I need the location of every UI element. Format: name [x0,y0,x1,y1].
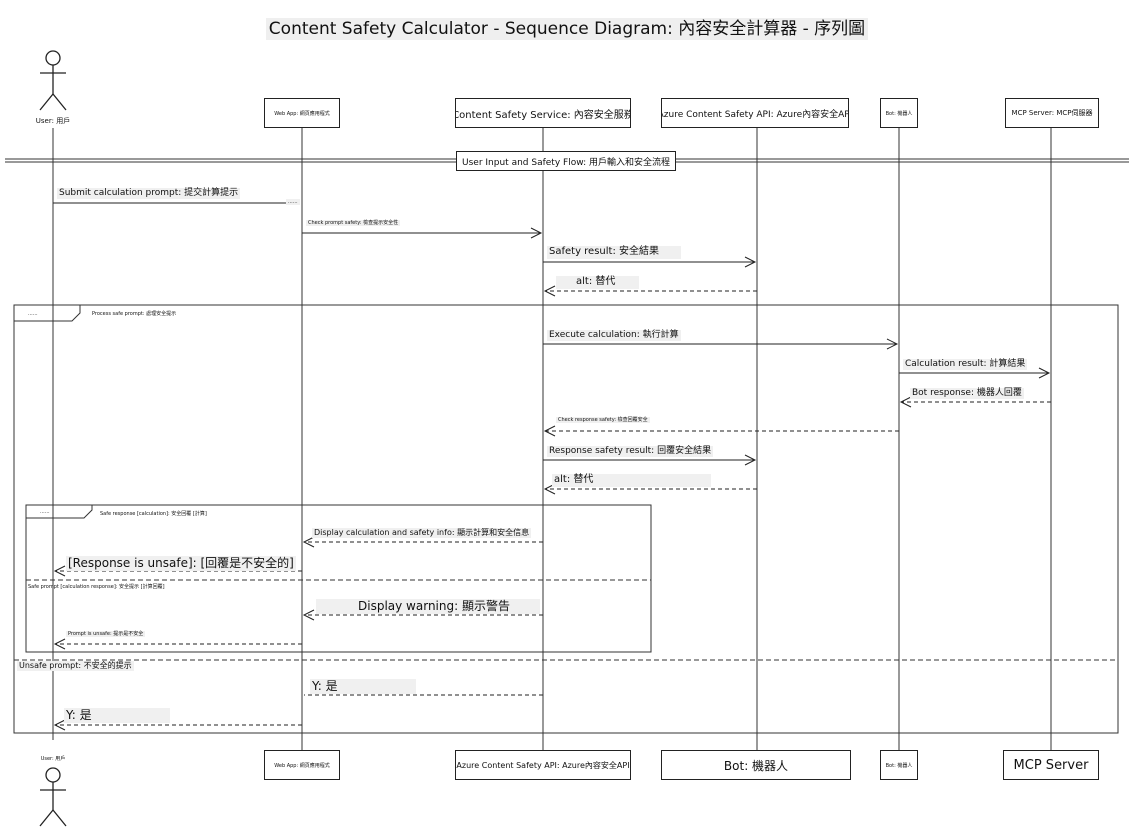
msg-display-calc-info: Display calculation and safety info: 顯示計… [312,528,532,538]
msg-yes-1: Y: 是 [310,679,416,694]
alt-frame-inner [25,504,652,653]
arrow-calc-result-head [1038,367,1051,379]
arrow-display-calc-head [302,536,315,548]
outer-frame-else-condition: Unsafe prompt: 不安全的提示 [17,661,134,671]
arrow-execute-head [886,338,899,350]
arrow-check-prompt-head [530,227,543,239]
msg-response-unsafe: [Response is unsafe]: [回覆是不安全的] [66,556,296,571]
arrow-prompt-unsafe-head [53,638,66,650]
arrow-bot-response-head [899,396,912,408]
msg-check-prompt: Check prompt safety: 檢查提示安全性 [306,220,401,227]
arrow-safety-result-head [744,256,757,268]
inner-frame-condition: Safe response [calculation]: 安全回覆 [計算] [100,511,207,517]
arrow-response-unsafe-head [53,565,66,577]
alt-frame-outer [13,304,1119,734]
diagram-title: Content Safety Calculator - Sequence Dia… [0,14,1134,40]
inner-frame-tab-label: ...... [40,509,50,515]
msg-calculation-result: Calculation result: 計算結果 [903,359,1028,371]
msg-alt-1: alt: 替代 [556,276,640,289]
participant-user-top-label: User: 用戶 [35,117,71,125]
user-figure-top [39,50,67,111]
msg-alt-2: alt: 替代 [552,474,712,487]
arrow-check-response-head [543,425,556,437]
participant-user-bottom-label: User: 用戶 [40,756,66,762]
alt-frame-inner-tab [26,505,93,519]
msg-display-warning: Display warning: 顯示警告 [316,599,540,614]
msg-submit-prompt: Submit calculation prompt: 提交計算提示 [57,188,241,200]
msg-yes-2: Y: 是 [64,708,170,723]
arrow-alt2-return-head [543,483,556,495]
alt-frame-outer-tab [14,305,81,322]
participant-bot-bottom: Bot: 機器人 [880,750,918,780]
arrow-alt-return-head [543,285,556,297]
participant-bot-top: Bot: 機器人 [880,98,918,128]
outer-frame-tab-label: ...... [28,311,38,317]
msg-execute-calculation: Execute calculation: 執行計算 [547,330,681,342]
participant-webapp-top: Web App: 網頁應用程式 [264,98,340,128]
arrow-response-safety-head [744,454,757,466]
msg-safety-result: Safety result: 安全結果 [547,246,682,259]
participant-mcp-server-bottom: MCP Server [1003,750,1099,780]
inner-frame-else-condition: Safe prompt [calculation response]: 安全提示… [28,584,165,590]
arrow-display-warning-head [302,609,315,621]
participant-azure-api-top: Azure Content Safety API: Azure內容安全API [661,98,849,128]
diagram-title-text: Content Safety Calculator - Sequence Dia… [265,18,869,40]
outer-frame-condition: Process safe prompt: 處理安全提示 [92,311,177,317]
participant-mcp-server-top: MCP Server: MCP伺服器 [1005,98,1099,128]
msg-check-response: Check response safety: 檢查回覆安全 [556,417,650,424]
participant-content-safety-service-top: Content Safety Service: 內容安全服務 [455,98,631,128]
section-divider-label: User Input and Safety Flow: 用戶輸入和安全流程 [456,151,676,171]
msg-submit-prompt-tail: ...... [286,199,300,206]
msg-response-safety-result: Response safety result: 回覆安全結果 [547,446,714,458]
participant-content-safety-service-bottom: Azure Content Safety API: Azure內容安全API [455,750,631,780]
msg-prompt-unsafe: Prompt is unsafe: 提示是不安全 [66,631,146,638]
participant-azure-api-bottom: Bot: 機器人 [661,750,851,780]
msg-bot-response: Bot response: 機器人回覆 [910,388,1024,400]
arrow-yes-2-head [53,719,66,731]
user-figure-bottom [39,767,67,827]
participant-webapp-bottom: Web App: 網頁應用程式 [264,750,340,780]
